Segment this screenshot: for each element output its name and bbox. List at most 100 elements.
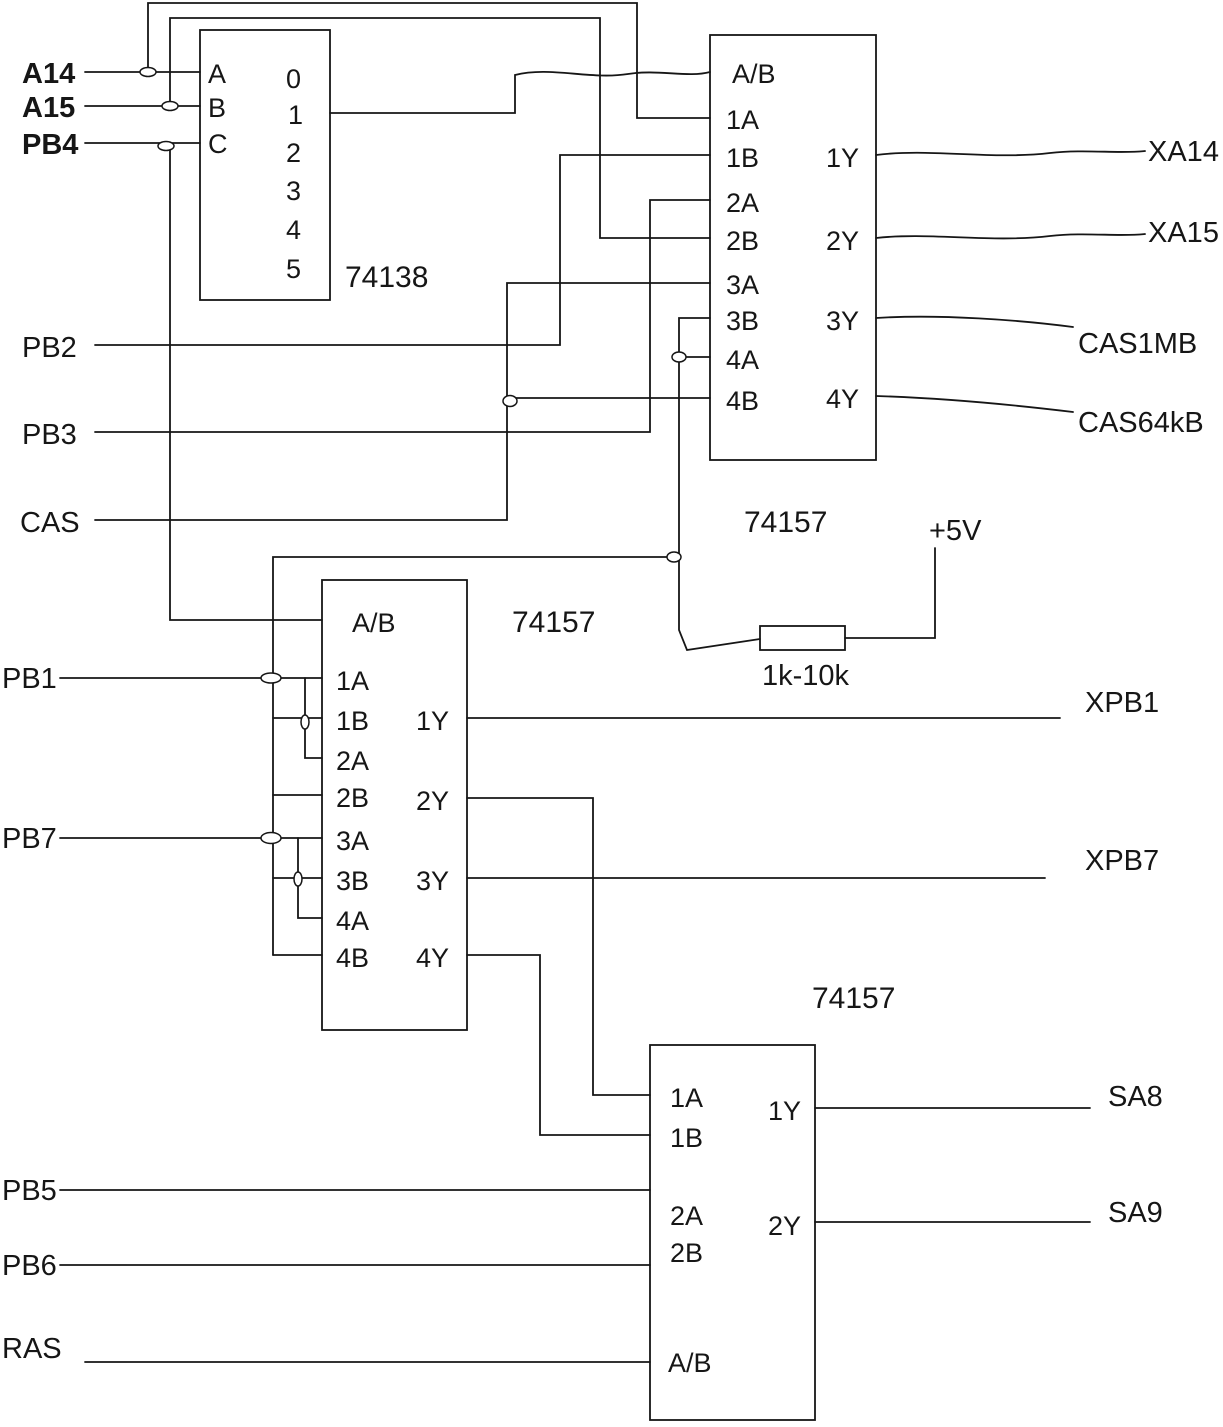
mux-mid-in-1b: 1B bbox=[336, 706, 369, 736]
signal-label-sa8: SA8 bbox=[1108, 1081, 1163, 1113]
mux-mid-out-4y: 4Y bbox=[416, 943, 449, 973]
mux-top-in-1b: 1B bbox=[726, 143, 759, 173]
net-pb3 bbox=[94, 199, 711, 433]
net-xa14 bbox=[875, 150, 1146, 157]
decoder-pin-b: B bbox=[208, 93, 226, 123]
mux-top-in-2b: 2B bbox=[726, 226, 759, 256]
junction-oval bbox=[260, 831, 282, 845]
mux-mid-in-3b: 3B bbox=[336, 866, 369, 896]
net-a15 bbox=[84, 17, 711, 239]
signal-label-pb6: PB6 bbox=[2, 1250, 57, 1282]
net-cas1mb bbox=[875, 315, 1074, 328]
power-rail-label: +5V bbox=[929, 515, 982, 547]
mux-bottom-out-1y: 1Y bbox=[768, 1096, 801, 1126]
mux-mid-out-1y: 1Y bbox=[416, 706, 449, 736]
mux-mid-in-4a: 4A bbox=[336, 906, 369, 936]
signal-label-pb7: PB7 bbox=[2, 823, 57, 855]
wire-segment bbox=[169, 17, 711, 239]
mux-mid-select: A/B bbox=[352, 608, 396, 638]
decoder-out-1: 1 bbox=[288, 100, 303, 130]
net-pb2 bbox=[94, 154, 711, 346]
mux-bottom-select: A/B bbox=[668, 1348, 712, 1378]
wire-segment bbox=[329, 70, 711, 114]
mux-top-in-4a: 4A bbox=[726, 345, 759, 375]
mux-bottom-out-2y: 2Y bbox=[768, 1211, 801, 1241]
mux-bottom-in-1b: 1B bbox=[670, 1123, 703, 1153]
signal-label-cas1mb: CAS1MB bbox=[1078, 328, 1197, 360]
mux-bottom-part-number: 74157 bbox=[812, 982, 895, 1015]
wire-segment bbox=[304, 677, 323, 759]
wire-segment bbox=[875, 315, 1074, 328]
junction-oval bbox=[666, 551, 682, 563]
decoder-out-0: 0 bbox=[286, 64, 301, 94]
net-mux2y-to-1a bbox=[466, 797, 651, 1096]
mux-bottom-box bbox=[649, 1044, 816, 1421]
wire-segment bbox=[678, 556, 761, 651]
signal-label-a15: A15 bbox=[22, 92, 75, 124]
wire-segment bbox=[94, 199, 711, 433]
junction-oval bbox=[260, 672, 282, 684]
wire-segment bbox=[147, 2, 711, 119]
net-pullup bbox=[272, 317, 936, 956]
net-cas64kb bbox=[875, 395, 1074, 413]
signal-label-xpb1: XPB1 bbox=[1085, 687, 1159, 719]
signal-label-xa15: XA15 bbox=[1148, 217, 1219, 249]
decoder-out-3: 3 bbox=[286, 176, 301, 206]
wire-segment bbox=[875, 395, 1074, 413]
wire-segment bbox=[466, 954, 651, 1136]
mux-mid-in-4b: 4B bbox=[336, 943, 369, 973]
wire-segment bbox=[875, 233, 1146, 240]
junction-oval bbox=[161, 100, 179, 112]
mux-top-out-2y: 2Y bbox=[826, 226, 859, 256]
mux-mid-in-3a: 3A bbox=[336, 826, 369, 856]
mux-mid-in-2b: 2B bbox=[336, 783, 369, 813]
wire-segment bbox=[875, 150, 1146, 157]
mux-mid-out-3y: 3Y bbox=[416, 866, 449, 896]
net-xa15 bbox=[875, 233, 1146, 240]
signal-label-pb5: PB5 bbox=[2, 1175, 57, 1207]
mux-bottom-in-2b: 2B bbox=[670, 1238, 703, 1268]
wire-segment bbox=[94, 282, 711, 521]
signal-label-pb1: PB1 bbox=[2, 663, 57, 695]
mux-bottom-in-1a: 1A bbox=[670, 1083, 703, 1113]
signal-label-xa14: XA14 bbox=[1148, 136, 1219, 168]
net-decoder-select bbox=[329, 70, 711, 114]
net-pb4 bbox=[84, 142, 323, 621]
mux-top-out-3y: 3Y bbox=[826, 306, 859, 336]
junction-oval bbox=[157, 140, 175, 152]
decoder-out-4: 4 bbox=[286, 215, 301, 245]
mux-top-in-2a: 2A bbox=[726, 188, 759, 218]
wire-segment bbox=[169, 142, 323, 621]
wire-segment bbox=[94, 154, 711, 346]
wire-segment bbox=[678, 317, 711, 558]
decoder-pin-c: C bbox=[208, 129, 228, 159]
decoder-pin-a: A bbox=[208, 59, 226, 89]
mux-top-in-4b: 4B bbox=[726, 386, 759, 416]
mux-mid-box bbox=[321, 579, 468, 1031]
mux-top-part-number: 74157 bbox=[744, 506, 827, 539]
signal-label-ras: RAS bbox=[2, 1333, 62, 1365]
decoder-out-2: 2 bbox=[286, 138, 301, 168]
decoder-box bbox=[199, 29, 331, 301]
mux-mid-in-1a: 1A bbox=[336, 666, 369, 696]
junction-oval bbox=[300, 714, 310, 730]
mux-top-out-1y: 1Y bbox=[826, 143, 859, 173]
signal-label-cas64kb: CAS64kB bbox=[1078, 407, 1204, 439]
signal-label-sa9: SA9 bbox=[1108, 1197, 1163, 1229]
net-mux4y-to-1b bbox=[466, 954, 651, 1136]
mux-top-select: A/B bbox=[732, 59, 776, 89]
net-cas bbox=[94, 282, 711, 521]
mux-bottom-in-2a: 2A bbox=[670, 1201, 703, 1231]
signal-label-xpb7: XPB7 bbox=[1085, 845, 1159, 877]
mux-mid-in-2a: 2A bbox=[336, 746, 369, 776]
mux-mid-part-number: 74157 bbox=[512, 606, 595, 639]
resistor-value-label: 1k-10k bbox=[762, 660, 850, 692]
mux-top-out-4y: 4Y bbox=[826, 384, 859, 414]
decoder-part-number: 74138 bbox=[345, 261, 428, 294]
mux-top-in-3b: 3B bbox=[726, 306, 759, 336]
signal-label-pb3: PB3 bbox=[22, 419, 77, 451]
wire-segment bbox=[466, 797, 651, 1096]
wire-segment bbox=[272, 556, 680, 956]
junction-oval bbox=[502, 394, 518, 408]
